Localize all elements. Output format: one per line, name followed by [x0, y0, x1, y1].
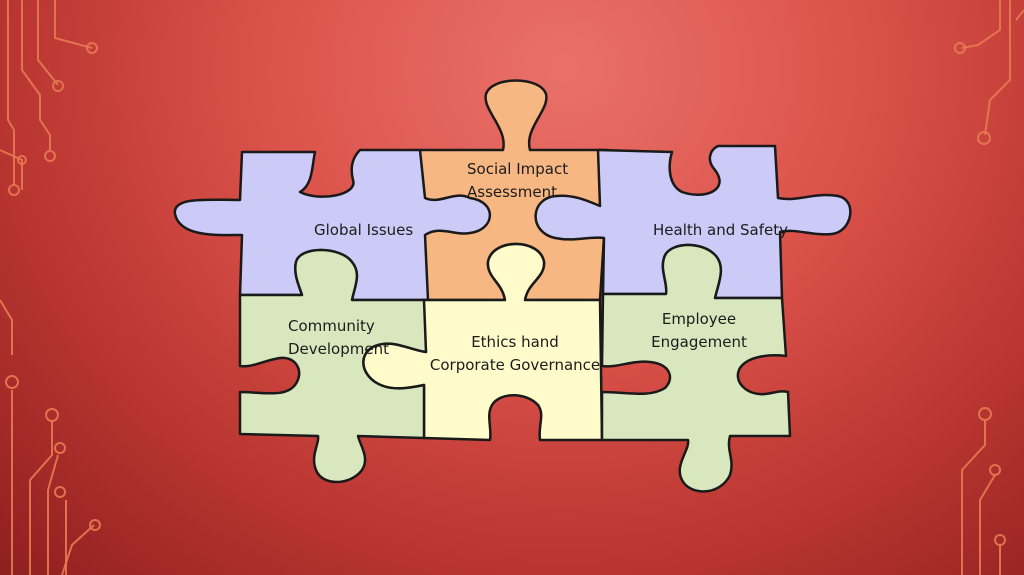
puzzle-piece-global-issues — [173, 148, 492, 302]
label-community-development: Community Development — [288, 317, 389, 358]
circuit-top-right — [954, 0, 1024, 145]
circuit-top-left — [0, 0, 98, 196]
label-health-safety: Health and Safety — [653, 221, 788, 239]
puzzle-piece-employee — [600, 243, 792, 493]
label-global-issues: Global Issues — [314, 221, 414, 239]
label-ethics-governance: Ethics hand Corporate Governance — [429, 333, 601, 374]
circuit-bottom-right — [961, 407, 1006, 575]
label-employee-engagement: Employee Engagement — [651, 310, 747, 351]
label-social-impact: Social Impact Assessment — [467, 160, 569, 201]
circuit-bottom-left — [0, 299, 101, 575]
puzzle-piece-community — [238, 248, 428, 484]
